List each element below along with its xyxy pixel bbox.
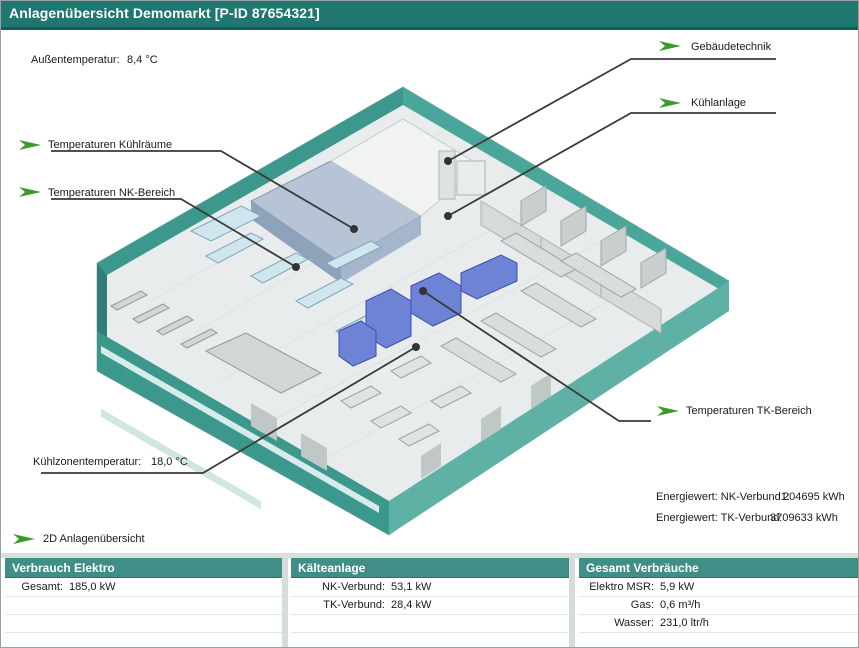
store-3d-view <box>41 58 776 536</box>
zone-temp-value: 18,0 °C <box>151 456 188 468</box>
row-value: 5,9 kW <box>660 581 695 593</box>
link-temperaturen-tk-bereich[interactable]: Temperaturen TK-Bereich <box>686 405 812 417</box>
energy-tk-value: 3709633 kWh <box>770 512 838 524</box>
panel-separator <box>569 558 575 647</box>
row-key: Wasser: <box>614 617 654 629</box>
green-arrow-icon[interactable] <box>657 404 679 418</box>
energy-tk-label: Energiewert: TK-Verbund: <box>656 512 783 524</box>
panel-title: Verbrauch Elektro <box>5 558 282 578</box>
row-value: 53,1 kW <box>391 581 432 593</box>
table-row <box>579 633 858 647</box>
panel-divider <box>1 553 858 558</box>
table-row <box>291 615 569 633</box>
outdoor-temp-value: 8,4 °C <box>127 54 158 66</box>
panel-title: Gesamt Verbräuche <box>579 558 858 578</box>
row-key: Gesamt: <box>21 581 63 593</box>
green-arrow-icon[interactable] <box>19 185 41 199</box>
green-arrow-icon[interactable] <box>659 96 681 110</box>
table-row <box>5 633 282 647</box>
green-arrow-icon[interactable] <box>659 39 681 53</box>
table-row <box>5 597 282 615</box>
row-value: 0,6 m³/h <box>660 599 701 611</box>
table-row: Elektro MSR: 5,9 kW <box>579 579 858 597</box>
table-row: NK-Verbund: 53,1 kW <box>291 579 569 597</box>
row-key: Gas: <box>630 599 654 611</box>
row-key: NK-Verbund: <box>322 581 385 593</box>
row-value: 28,4 kW <box>391 599 432 611</box>
title-bar: Anlagenübersicht Demomarkt [P-ID 8765432… <box>1 1 858 30</box>
link-temperaturen-kuehlraeume[interactable]: Temperaturen Kühlräume <box>48 139 173 151</box>
row-value: 231,0 ltr/h <box>660 617 709 629</box>
green-arrow-icon[interactable] <box>13 532 35 546</box>
row-key: TK-Verbund: <box>323 599 385 611</box>
energy-nk-label: Energiewert: NK-Verbund1: <box>656 491 790 503</box>
link-temperaturen-nk-bereich[interactable]: Temperaturen NK-Bereich <box>48 187 176 199</box>
panel-separator <box>282 558 288 647</box>
green-arrow-icon[interactable] <box>19 138 41 152</box>
energy-nk-value: 204695 kWh <box>783 491 845 503</box>
zone-temp-label: Kühlzonentemperatur: <box>33 456 142 468</box>
panel-kaelteanlage: Kälteanlage NK-Verbund: 53,1 kW TK-Verbu… <box>291 558 569 647</box>
link-2d-anlagenuebersicht[interactable]: 2D Anlagenübersicht <box>43 533 145 545</box>
table-row <box>5 615 282 633</box>
window-title: Anlagenübersicht Demomarkt [P-ID 8765432… <box>9 5 320 21</box>
link-kuehlanlage[interactable]: Kühlanlage <box>691 97 747 109</box>
table-row: TK-Verbund: 28,4 kW <box>291 597 569 615</box>
row-key: Elektro MSR: <box>589 581 654 593</box>
panel-title: Kälteanlage <box>291 558 569 578</box>
panel-gesamt-verbraeuche: Gesamt Verbräuche Elektro MSR: 5,9 kW Ga… <box>579 558 858 647</box>
table-row: Wasser: 231,0 ltr/h <box>579 615 858 633</box>
outdoor-temp-label: Außentemperatur: <box>31 54 120 66</box>
row-value: 185,0 kW <box>69 581 116 593</box>
table-row <box>291 633 569 647</box>
table-row: Gesamt: 185,0 kW <box>5 579 282 597</box>
link-gebaeudetechnik[interactable]: Gebäudetechnik <box>691 41 772 53</box>
panel-verbrauch-elektro: Verbrauch Elektro Gesamt: 185,0 kW <box>5 558 282 647</box>
table-row: Gas: 0,6 m³/h <box>579 597 858 615</box>
